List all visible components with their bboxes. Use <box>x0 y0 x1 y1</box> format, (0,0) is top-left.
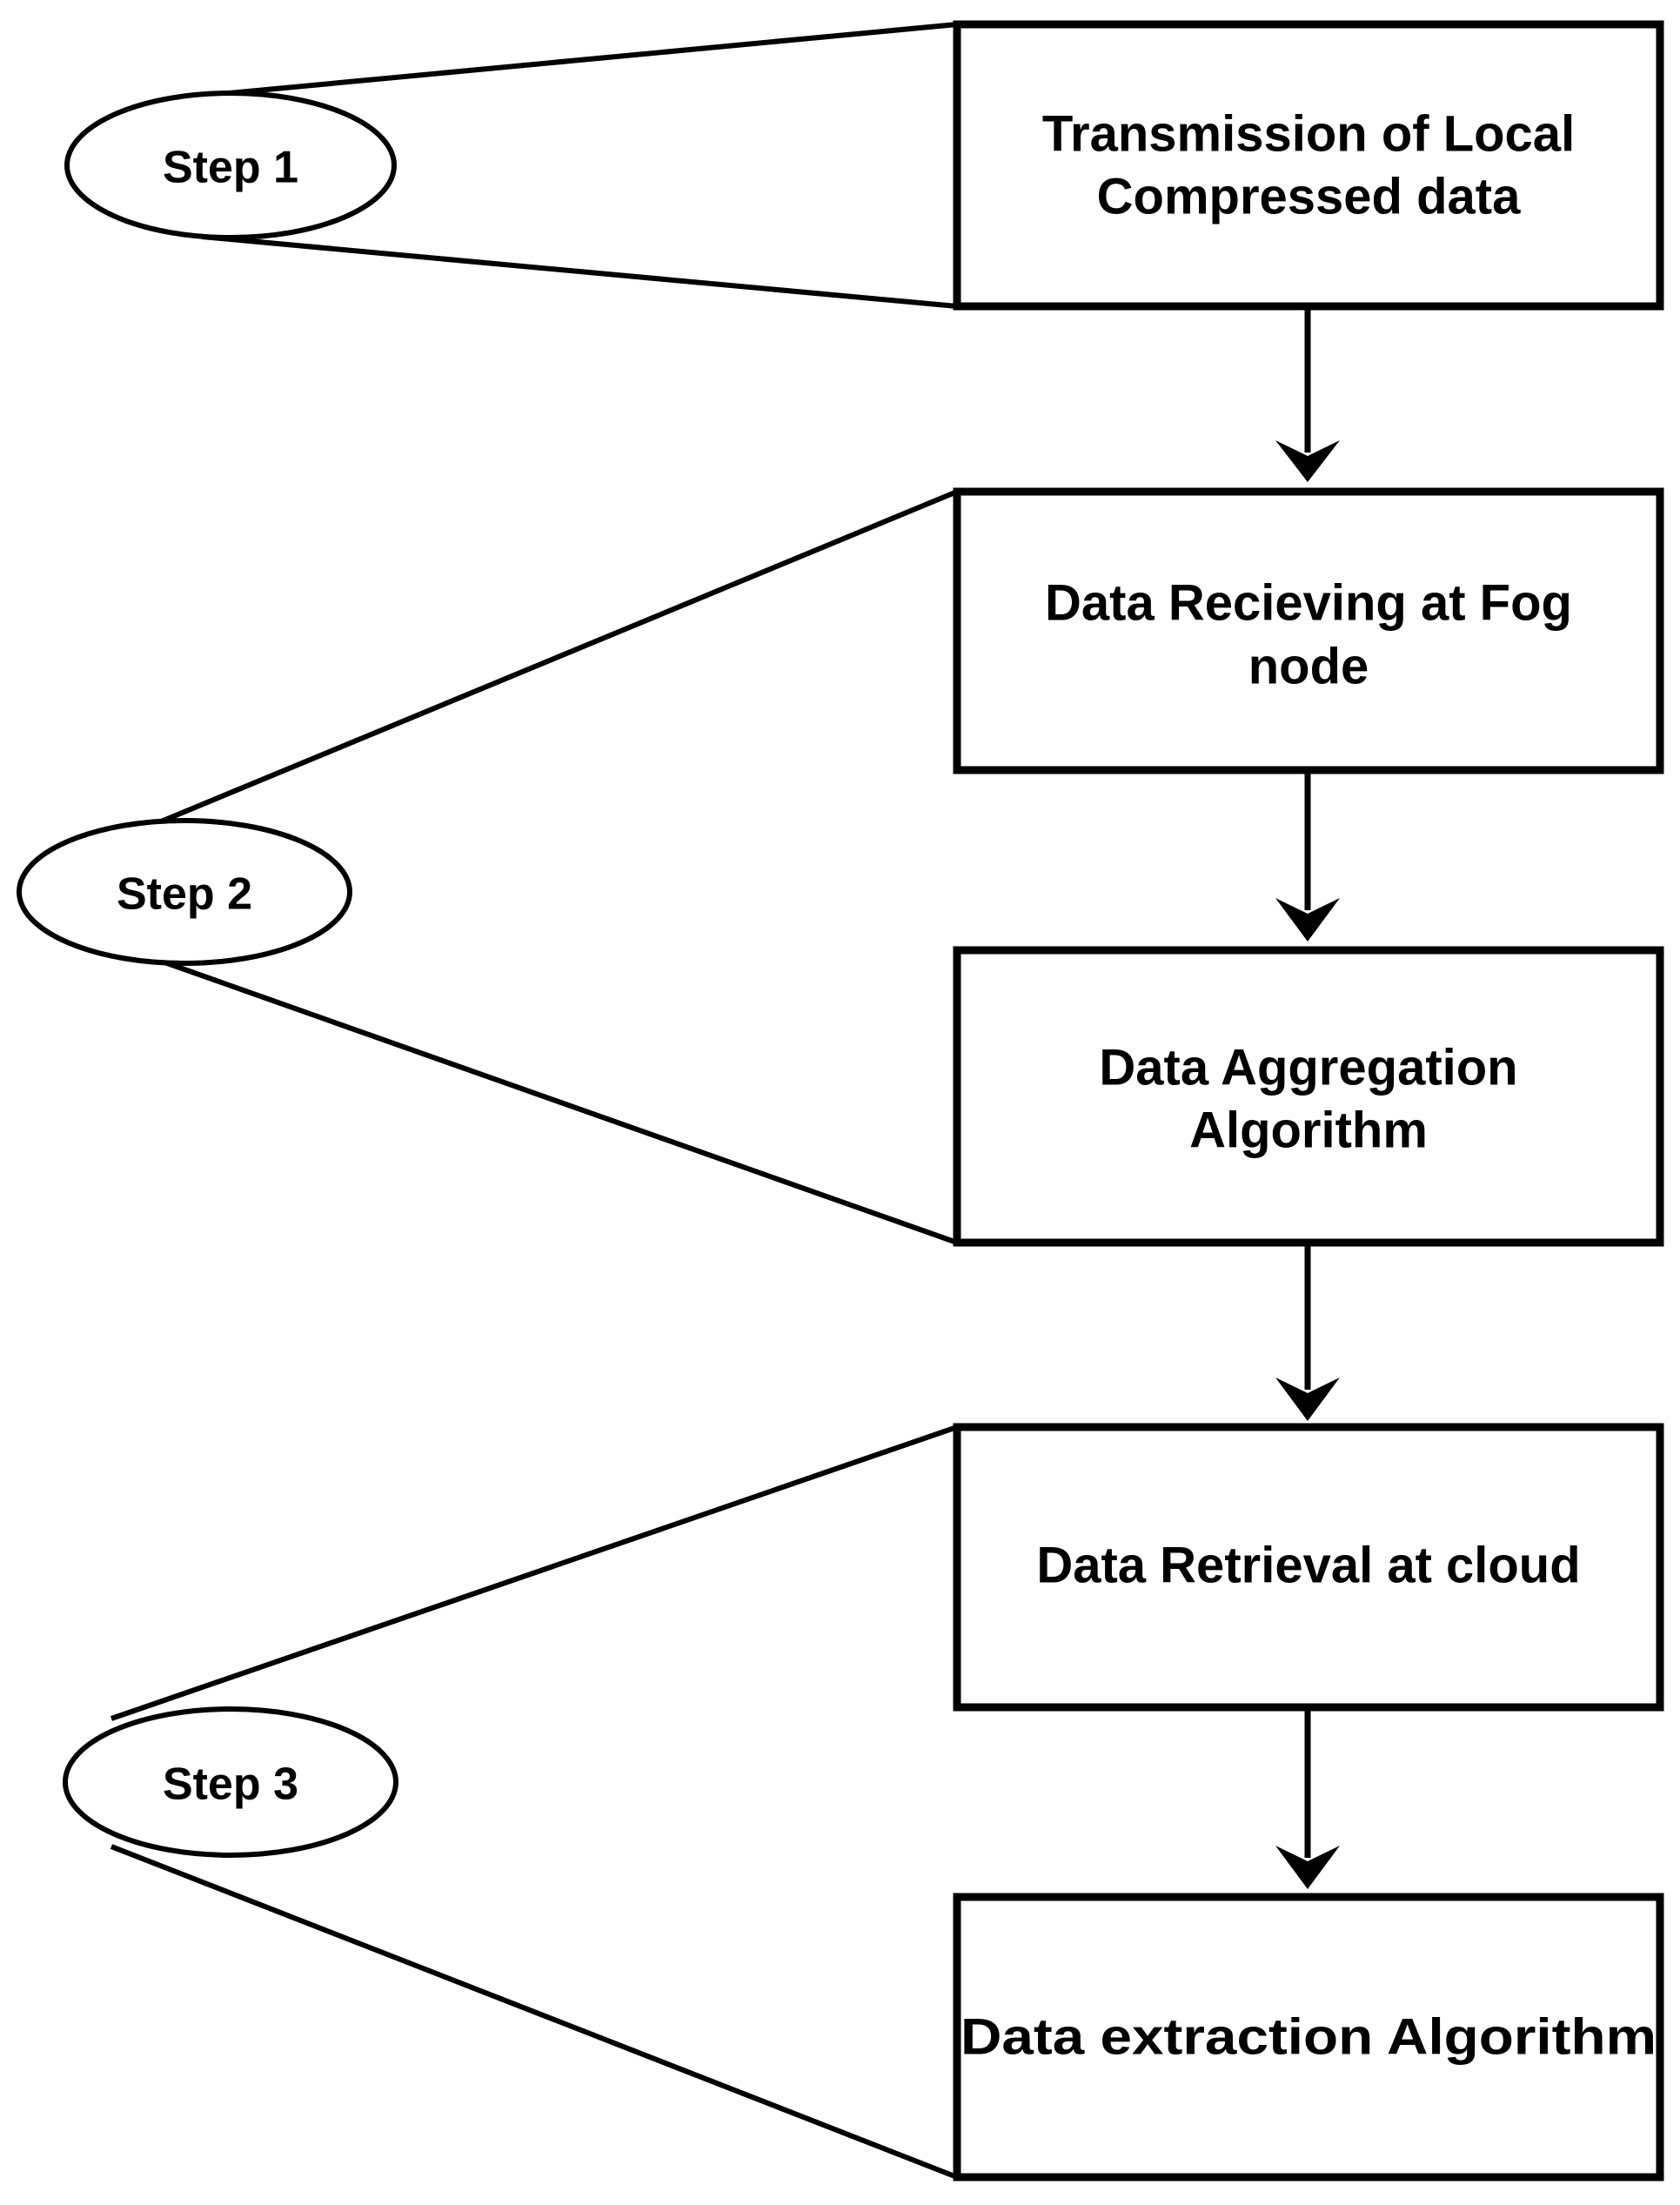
step-1-marker[interactable]: Step 1 <box>64 90 397 240</box>
arrow-2 <box>1275 770 1340 942</box>
step-2-marker[interactable]: Step 2 <box>17 818 352 966</box>
arrow-1 <box>1275 306 1340 482</box>
node-extraction-label-line1: Data extraction Algorithm <box>960 2008 1657 2065</box>
node-transmission-label-line2: Compressed data <box>1097 168 1521 225</box>
node-aggregation-box[interactable] <box>953 946 1664 1247</box>
node-transmission[interactable]: Transmission of Local Compressed data <box>953 20 1664 311</box>
step-3-ellipse[interactable] <box>63 1706 398 1858</box>
node-retrieval-label-line1: Data Retrieval at cloud <box>1036 1537 1580 1593</box>
node-aggregation-label-line2: Algorithm <box>1189 1102 1428 1158</box>
bracket-step-2-lower-line <box>153 956 959 1245</box>
bracket-step-3-lower-line <box>110 1844 959 2180</box>
step-1-ellipse[interactable] <box>64 90 397 240</box>
step-2-label: Step 2 <box>117 869 252 920</box>
arrow-3 <box>1275 1243 1340 1421</box>
node-extraction[interactable]: Data extraction Algorithm <box>953 1893 1664 2182</box>
arrow-4-head <box>1275 1846 1340 1889</box>
step-1-label: Step 1 <box>163 143 298 193</box>
node-transmission-label-line1: Transmission of Local <box>1042 105 1575 162</box>
step-3-label: Step 3 <box>163 1759 298 1810</box>
bracket-step-3-upper-line <box>110 1424 958 1721</box>
bracket-step-1-upper-line <box>201 22 958 98</box>
arrow-1-head <box>1275 440 1340 482</box>
bracket-step-3 <box>110 1424 959 2180</box>
arrow-2-head <box>1275 898 1340 942</box>
node-retrieval-box[interactable] <box>953 1423 1664 1712</box>
node-transmission-box[interactable] <box>953 20 1664 311</box>
node-extraction-box[interactable] <box>953 1893 1664 2182</box>
node-retrieval[interactable]: Data Retrieval at cloud <box>953 1423 1664 1712</box>
bracket-step-1 <box>201 22 958 309</box>
bracket-step-1-lower-line <box>201 234 958 309</box>
node-aggregation[interactable]: Data Aggregation Algorithm <box>953 946 1664 1247</box>
step-3-marker[interactable]: Step 3 <box>63 1706 398 1858</box>
bracket-step-2 <box>153 489 959 1245</box>
node-receiving-box[interactable] <box>953 487 1664 774</box>
step-2-ellipse[interactable] <box>17 818 352 966</box>
arrow-4 <box>1275 1707 1340 1889</box>
node-receiving[interactable]: Data Recieving at Fog node <box>953 487 1664 774</box>
node-receiving-label-line1: Data Recieving at Fog <box>1045 574 1572 631</box>
node-aggregation-label-line1: Data Aggregation <box>1099 1039 1517 1096</box>
bracket-step-2-upper-line <box>153 489 959 827</box>
node-receiving-label-line2: node <box>1248 638 1369 694</box>
arrow-3-head <box>1275 1377 1340 1421</box>
